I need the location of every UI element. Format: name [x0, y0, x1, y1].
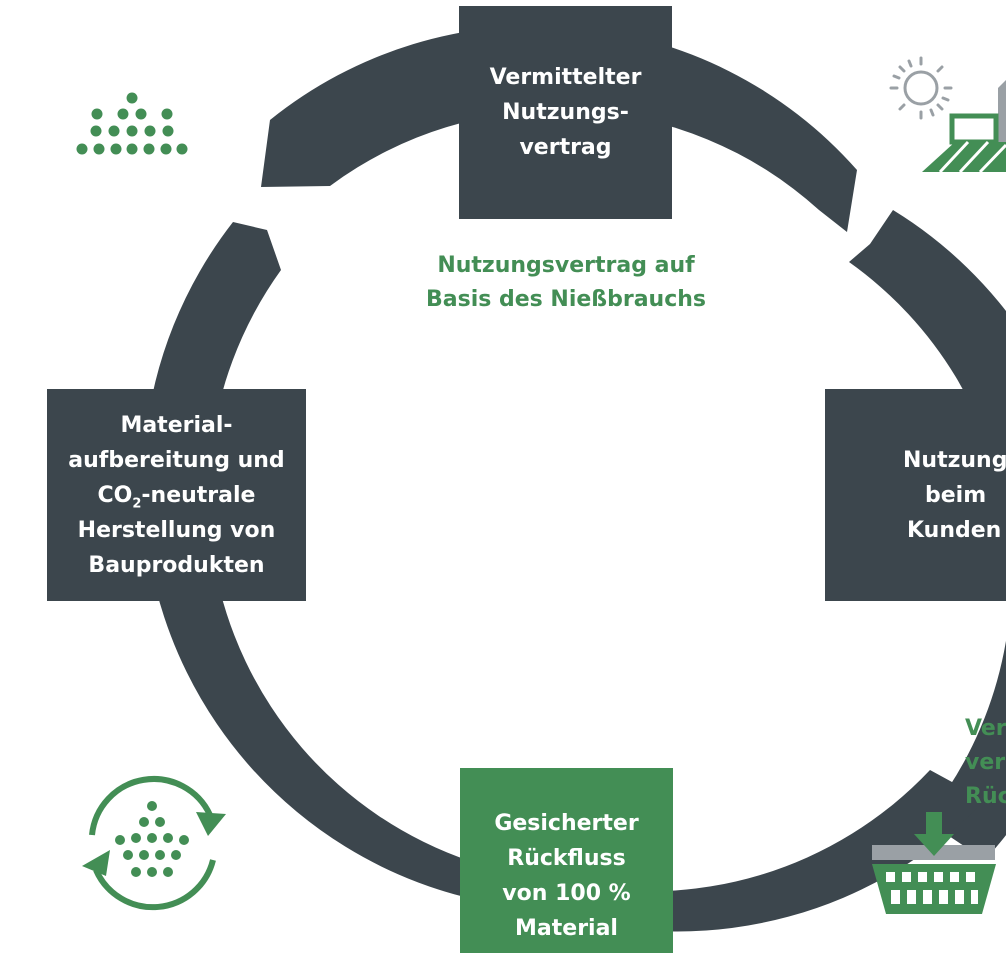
- step-box-line: von 100 %: [502, 881, 631, 906]
- step-box-line: Kunden: [907, 517, 1002, 543]
- co2-suffix: -neutrale: [141, 482, 256, 508]
- caption-line: ver: [965, 750, 1006, 775]
- step-box-line: Material-: [120, 412, 233, 438]
- collection-basket-icon: [872, 812, 996, 914]
- step-box-line: Nutzung: [903, 447, 1006, 473]
- solar-farm-icon: [889, 56, 1006, 174]
- step-box-line: Nutzungs-: [502, 100, 629, 125]
- ring-segment-bottom-left: [142, 222, 572, 911]
- step-box-line: Material: [515, 916, 618, 941]
- caption-line: Ver: [965, 716, 1006, 741]
- step-box-line: Rückfluss: [507, 846, 626, 871]
- ring-segment-right: [849, 210, 1006, 860]
- step-box-customer-usage: Nutzung beim Kunden: [825, 389, 1006, 601]
- caption-return-agreement: Ver ver Rüc: [965, 712, 1006, 814]
- recycle-dots-icon: [82, 775, 226, 911]
- caption-line: Nutzungsvertrag auf: [437, 253, 695, 278]
- step-box-secured-return: Gesicherter Rückfluss von 100 % Material: [460, 768, 673, 953]
- co2-subscript: 2: [132, 495, 142, 511]
- step-box-usage-contract: Vermittelter Nutzungs- vertrag: [459, 6, 672, 219]
- step-box-line: vertrag: [519, 135, 612, 160]
- step-box-line: beim: [925, 482, 987, 508]
- step-box-line: Bauprodukten: [88, 552, 265, 578]
- step-box-line: Gesicherter: [494, 811, 639, 836]
- caption-line: Basis des Nießbrauchs: [425, 287, 707, 312]
- caption-usage-contract: Nutzungsvertrag auf Basis des Nießbrauch…: [400, 249, 732, 317]
- dot-pyramid-icon: [76, 92, 188, 155]
- ring-segment-top: [261, 25, 857, 232]
- step-box-material-processing: Material- aufbereitung und CO2-neutrale …: [47, 389, 306, 601]
- step-box-line-co2: CO2-neutrale: [68, 478, 284, 513]
- step-box-line: aufbereitung und: [68, 447, 285, 473]
- step-box-line: Herstellung von: [77, 517, 276, 543]
- caption-line: Rüc: [965, 784, 1006, 809]
- step-box-line: Vermittelter: [489, 65, 642, 90]
- co2-text: CO: [97, 482, 133, 508]
